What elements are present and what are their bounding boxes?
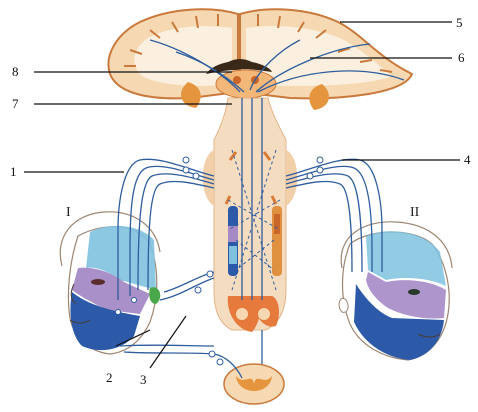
brainstem <box>203 98 298 332</box>
callout-label-1: 1 <box>10 164 17 179</box>
face-right <box>339 222 452 360</box>
callout-label-3: 3 <box>140 372 147 387</box>
callout-label-6: 6 <box>458 50 465 65</box>
callout-label-4: 4 <box>464 152 471 167</box>
callout-label-7: 7 <box>12 96 19 111</box>
callout-label-2: 2 <box>106 370 113 385</box>
callout-label-8: 8 <box>12 64 19 79</box>
spinal-cord-section <box>224 364 284 404</box>
face-label-right: II <box>410 205 420 220</box>
callout-label-5: 5 <box>456 15 463 30</box>
face-label-left: I <box>66 205 71 220</box>
